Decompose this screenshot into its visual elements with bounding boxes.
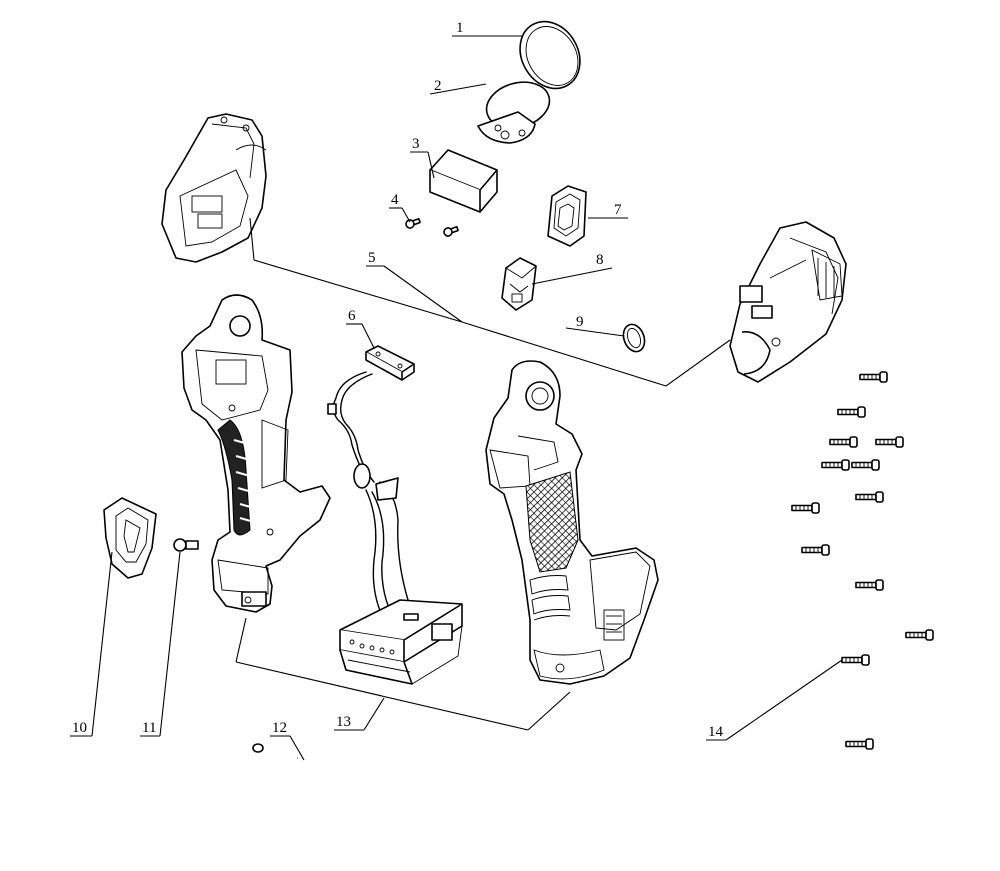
part-1-lens bbox=[519, 20, 581, 90]
part-5-left-cover bbox=[161, 113, 267, 263]
part-10-belt-clip bbox=[103, 497, 157, 579]
part-3-heat-plate bbox=[429, 149, 498, 213]
part-12-lanyard bbox=[240, 743, 323, 838]
callout-labels: 1 2 3 4 5 6 7 8 9 10 11 12 13 14 bbox=[72, 20, 724, 740]
callout-3: 3 bbox=[412, 136, 420, 152]
callout-14: 14 bbox=[708, 724, 724, 740]
part-6-bracket bbox=[365, 345, 415, 381]
left-housing-half bbox=[181, 294, 331, 613]
callout-13: 13 bbox=[336, 714, 351, 730]
part-2-reflector bbox=[477, 81, 551, 144]
part-14-screws bbox=[791, 371, 934, 750]
part-5-right-cover bbox=[729, 221, 847, 383]
part-8-switch-button bbox=[501, 257, 537, 311]
right-housing-half bbox=[485, 360, 659, 685]
part-7-switch-frame bbox=[547, 185, 587, 247]
callout-11: 11 bbox=[142, 720, 156, 736]
part-13-pcb-harness bbox=[327, 371, 463, 685]
part-11-clip-screw bbox=[173, 538, 199, 552]
callout-12: 12 bbox=[272, 720, 287, 736]
part-4-screws bbox=[405, 217, 459, 237]
callout-7: 7 bbox=[614, 202, 622, 218]
callout-5: 5 bbox=[368, 250, 376, 266]
callout-1: 1 bbox=[456, 20, 464, 36]
callout-9: 9 bbox=[576, 314, 584, 330]
callout-10: 10 bbox=[72, 720, 87, 736]
callout-6: 6 bbox=[348, 308, 356, 324]
part-9-o-ring bbox=[622, 323, 646, 353]
callout-2: 2 bbox=[434, 78, 442, 94]
leader-lines bbox=[70, 35, 843, 761]
callout-4: 4 bbox=[391, 192, 399, 208]
callout-8: 8 bbox=[596, 252, 604, 268]
